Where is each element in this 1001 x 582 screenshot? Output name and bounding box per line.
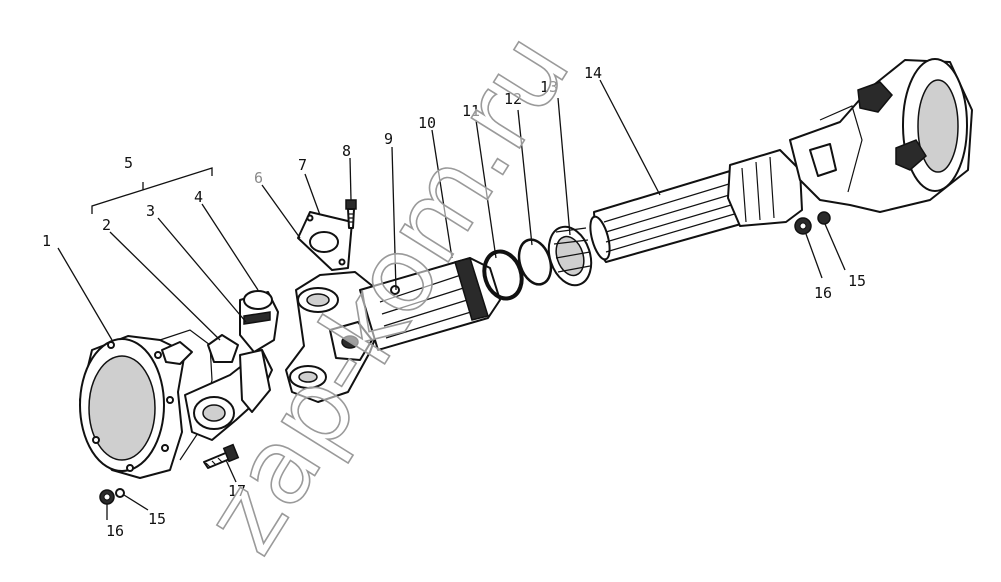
cross-assembly — [161, 290, 279, 441]
splined-shaft-14 — [589, 149, 803, 263]
gasket-plate — [297, 211, 353, 271]
splined-sleeve — [359, 257, 501, 351]
leader-lines — [57, 79, 846, 520]
callout-3: 3 — [146, 202, 155, 220]
callout-2: 2 — [102, 216, 111, 234]
watermark: zap-kom.ru — [180, 12, 593, 573]
callout-9: 9 — [384, 130, 393, 148]
callout-1: 1 — [42, 232, 51, 250]
callout-16-left: 16 — [106, 522, 124, 540]
nut-washer-right — [794, 211, 831, 235]
callout-5: 5 — [124, 154, 133, 172]
bolt-17 — [203, 443, 240, 469]
callout-14: 14 — [584, 64, 602, 82]
callout-10: 10 — [418, 114, 436, 132]
slip-yoke — [285, 271, 383, 403]
right-housing — [789, 58, 973, 213]
left-flange — [79, 329, 213, 479]
bearing-13 — [547, 225, 593, 287]
callout-6: 6 — [254, 169, 263, 187]
callout-17: 17 — [228, 482, 246, 500]
callout-11: 11 — [462, 102, 480, 120]
callout-4: 4 — [194, 188, 203, 206]
callout-13: 13 — [540, 78, 558, 96]
callout-labels: 1 2 3 4 5 6 7 8 9 10 11 12 13 14 15 16 1… — [42, 64, 866, 540]
bolt-8 — [345, 199, 357, 229]
callout-8: 8 — [342, 142, 351, 160]
callout-16-right: 16 — [814, 284, 832, 302]
group-bracket-5 — [91, 167, 213, 214]
callout-7: 7 — [298, 156, 307, 174]
nut-washer-left — [99, 488, 125, 505]
callout-15-right: 15 — [848, 272, 866, 290]
callout-12: 12 — [504, 90, 522, 108]
callout-15-left: 15 — [148, 510, 166, 528]
